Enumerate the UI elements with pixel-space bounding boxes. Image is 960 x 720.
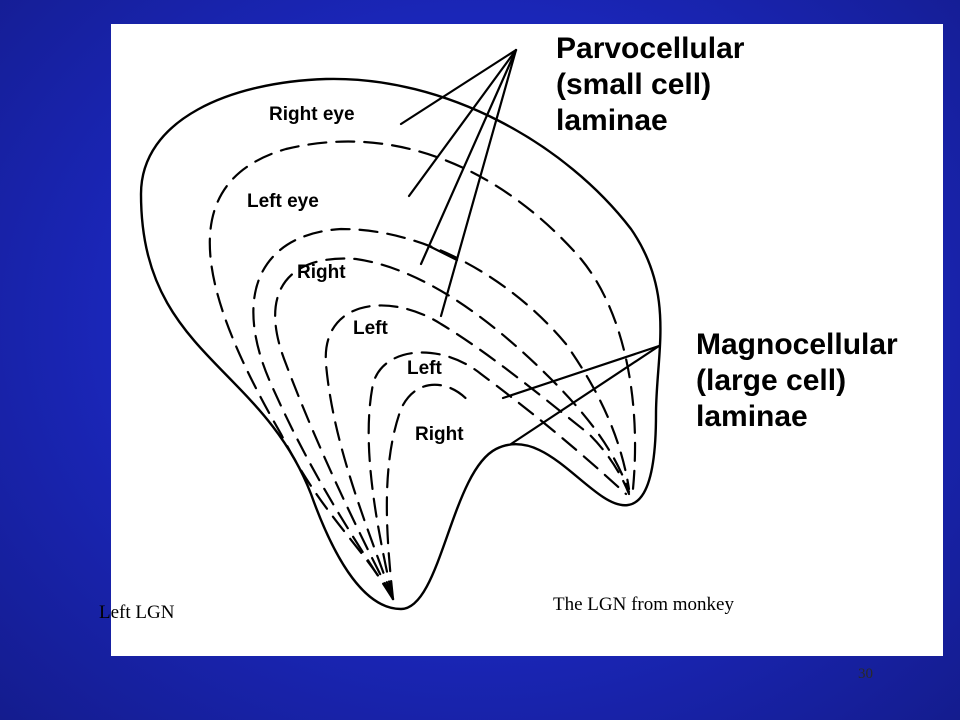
layer-label-left-2: Left <box>407 358 443 379</box>
lgn-diagram: Parvocellular (small cell) laminae Magno… <box>111 24 943 656</box>
lamina-boundary-2 <box>326 305 629 599</box>
parvo-tick <box>429 246 457 260</box>
parvo-line-3: laminae <box>556 104 668 137</box>
caption-left-lgn: Left LGN <box>99 602 174 624</box>
layer-label-right-4: Right <box>297 262 346 283</box>
layer-label-left-3: Left <box>353 318 389 339</box>
parvo-pointer-2 <box>409 50 516 196</box>
magno-line-3: laminae <box>696 400 808 433</box>
layer-label-left-eye: Left eye <box>247 191 319 212</box>
magnocellular-label: Magnocellular (large cell) laminae <box>696 328 906 433</box>
layer-label-right-eye: Right eye <box>269 104 355 125</box>
figure-panel: Parvocellular (small cell) laminae Magno… <box>111 24 943 656</box>
magno-line-2: (large cell) <box>696 364 846 397</box>
caption-lgn-monkey: The LGN from monkey <box>553 594 734 616</box>
lamina-boundary-4 <box>253 229 629 599</box>
parvo-line-2: (small cell) <box>556 68 711 101</box>
magno-pointer-1 <box>503 346 659 398</box>
parvo-line-1: Parvocellular <box>556 32 745 65</box>
parvocellular-label: Parvocellular (small cell) laminae <box>556 32 753 137</box>
lamina-boundary-1 <box>369 352 626 599</box>
slide-number: 30 <box>858 666 873 683</box>
magno-line-1: Magnocellular <box>696 328 898 361</box>
lamina-boundary-0 <box>387 385 471 599</box>
lgn-outline <box>141 79 660 609</box>
layer-label-right-1: Right <box>415 424 464 445</box>
